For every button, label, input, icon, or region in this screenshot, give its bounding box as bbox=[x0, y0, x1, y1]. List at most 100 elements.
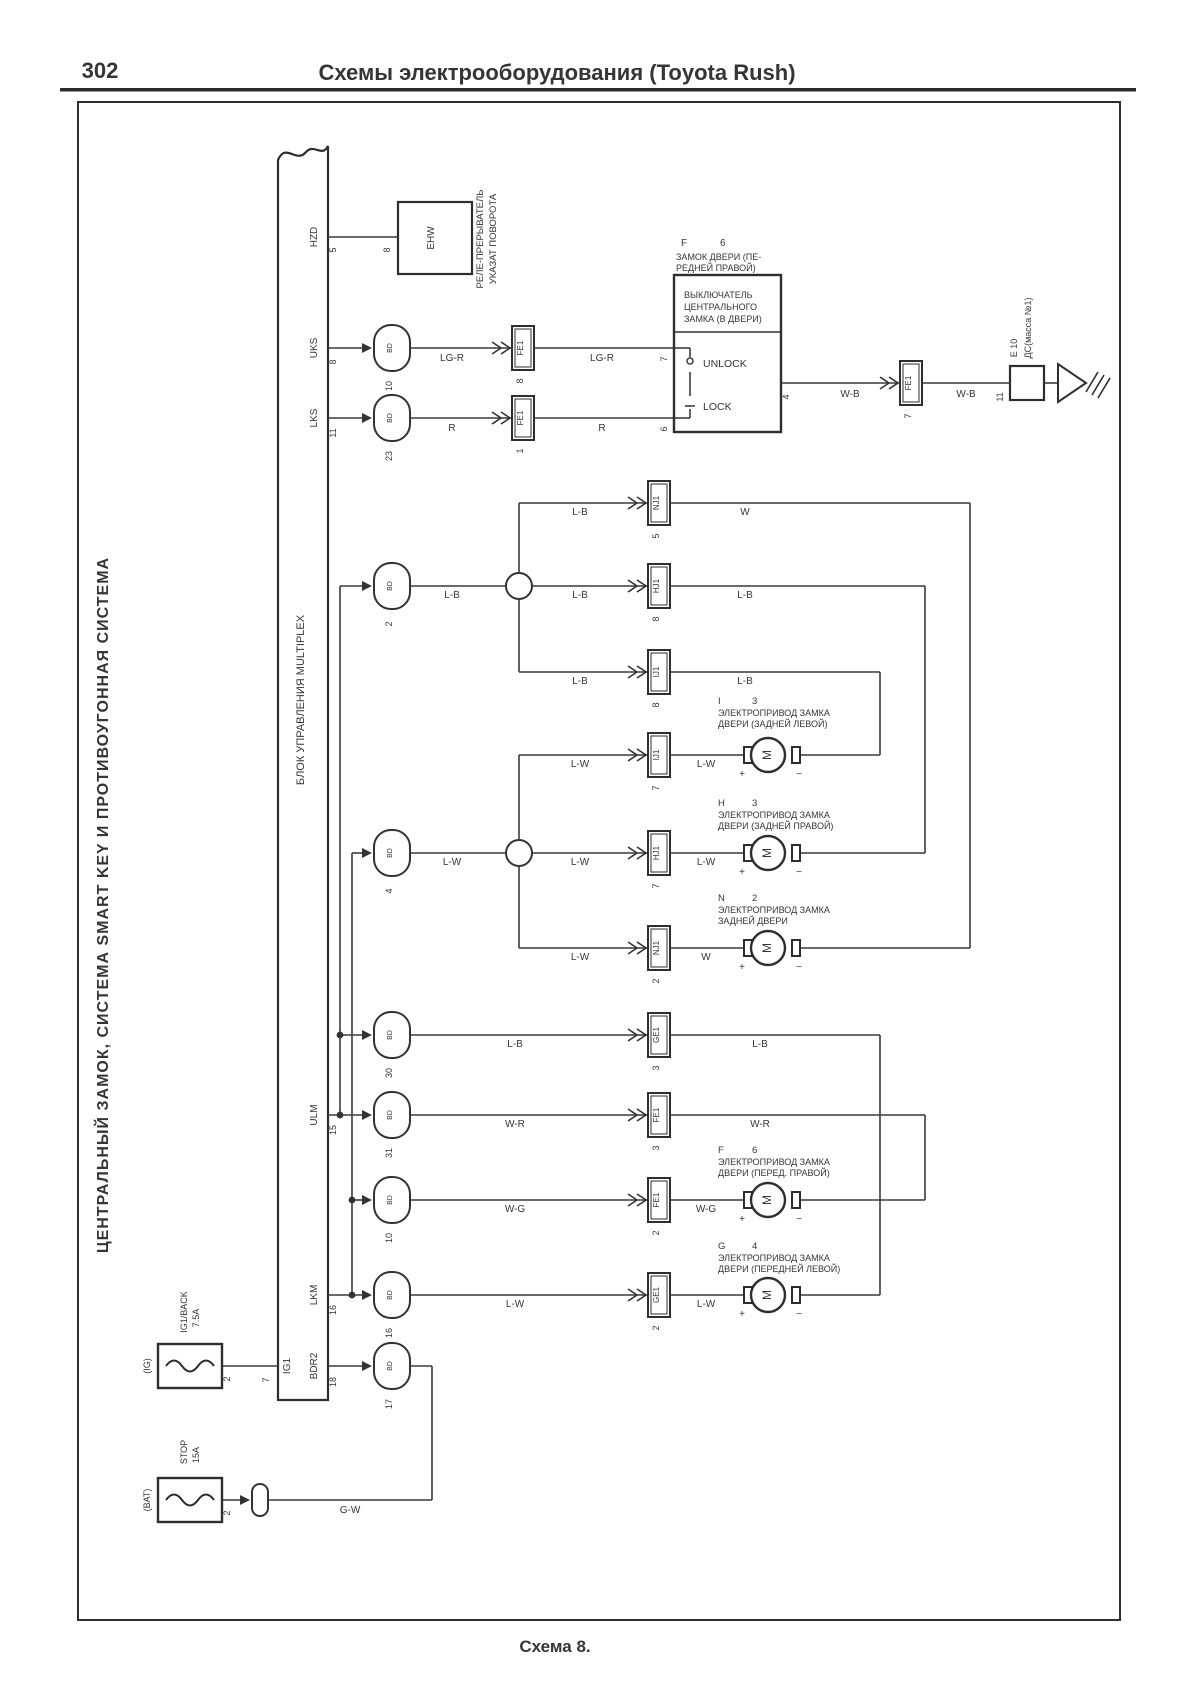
component-name: ЭЛЕКТРОПРИВОД ЗАМКА bbox=[718, 1253, 830, 1263]
motor-icon bbox=[749, 1276, 787, 1314]
harness-connector-icon bbox=[373, 1011, 411, 1059]
arrow-icon bbox=[362, 581, 372, 591]
wire-label: LG-R bbox=[440, 353, 464, 364]
wire-label: R bbox=[448, 423, 455, 434]
pin-label: 11 bbox=[995, 392, 1005, 401]
motor-letter: M bbox=[760, 1195, 774, 1205]
connector-name: HJ1 bbox=[652, 578, 661, 593]
connector-code: BD bbox=[387, 848, 394, 858]
fuse-icon bbox=[156, 1342, 224, 1390]
wire-label: W-G bbox=[505, 1204, 526, 1215]
wire-label: L-B bbox=[572, 590, 588, 601]
component-ref-num: 6 bbox=[752, 1145, 757, 1156]
component-name: ДВЕРИ (ПЕРЕДНЕЙ ЛЕВОЙ) bbox=[718, 1263, 840, 1274]
connector-pin: 5 bbox=[651, 533, 661, 538]
wire-label: W bbox=[701, 952, 711, 963]
contact-icon bbox=[686, 357, 694, 365]
wire-lines bbox=[222, 236, 1058, 1501]
harness-connector-icon bbox=[373, 829, 411, 877]
ground-circuit: W-B FE1 7 W-B 11 E 10 ДС(масса №1) bbox=[840, 298, 1111, 419]
connector-pin: 7 bbox=[651, 883, 661, 888]
wire-label: L-W bbox=[571, 857, 590, 868]
connector-name: GE1 bbox=[652, 1026, 661, 1043]
connector-pin: 2 bbox=[651, 1230, 661, 1235]
bus-pin: 18 bbox=[328, 1377, 338, 1387]
polarity-minus: − bbox=[796, 1309, 802, 1320]
connector-pin: 2 bbox=[651, 1325, 661, 1330]
wire-label: L-W bbox=[571, 759, 590, 770]
section-title: ЦЕНТРАЛЬНЫЙ ЗАМОК, СИСТЕМА SMART KEY И П… bbox=[93, 557, 112, 1253]
connector-number: 2 bbox=[384, 621, 394, 626]
bus-signal-ig1: IG1 bbox=[282, 1358, 293, 1375]
component-name: ДВЕРИ (ЗАДНЕЙ ПРАВОЙ) bbox=[718, 820, 833, 831]
fuse-element bbox=[165, 1359, 215, 1373]
harness-connector-icon bbox=[373, 1091, 411, 1139]
polarity-plus: + bbox=[739, 962, 745, 973]
connector-code: BD bbox=[387, 1110, 394, 1120]
bus-pin: 8 bbox=[328, 359, 338, 364]
connector-code: BD bbox=[387, 581, 394, 591]
ground-ref: E 10 bbox=[1009, 339, 1019, 358]
wire-label: L-W bbox=[697, 759, 716, 770]
component-ref: F bbox=[718, 1145, 724, 1156]
connector-pin: 2 bbox=[651, 978, 661, 983]
rear-lock-group: L-B W BD 2 L-B L-B L-B L-B L-B L-W L-W B… bbox=[362, 507, 753, 963]
component-ref: F bbox=[681, 238, 687, 249]
relay-box bbox=[396, 200, 474, 276]
arrow-icon bbox=[362, 343, 372, 353]
component-name: ЭЛЕКТРОПРИВОД ЗАМКА bbox=[718, 1157, 830, 1167]
bus-signal-hzd: HZD bbox=[309, 227, 320, 248]
fuse-icon bbox=[156, 1476, 224, 1524]
lks-row: BD 23 R FE1 1 R 6 bbox=[362, 394, 669, 461]
figure-caption: Схема 8. bbox=[519, 1637, 590, 1656]
inline-connector-inner bbox=[514, 328, 532, 368]
bus-pin: 5 bbox=[328, 247, 338, 252]
connector-name: HJ1 bbox=[652, 845, 661, 860]
switch-label: ВЫКЛЮЧАТЕЛЬ bbox=[684, 290, 753, 300]
wire-label: W-R bbox=[750, 1119, 770, 1130]
fuse-rating: 7.5A bbox=[191, 1309, 201, 1328]
junction-dots bbox=[336, 1031, 356, 1299]
wire-label: L-B bbox=[444, 590, 460, 601]
arrow-icon bbox=[362, 848, 372, 858]
motor-icon bbox=[749, 834, 787, 872]
connector-name: NJ1 bbox=[652, 495, 661, 510]
connector-number: 30 bbox=[384, 1068, 394, 1078]
inline-connector-inner bbox=[902, 363, 920, 403]
ground-label: ДС(масса №1) bbox=[1023, 298, 1033, 359]
inline-connector-inner bbox=[514, 398, 532, 438]
connector-pin: 3 bbox=[651, 1145, 661, 1150]
polarity-plus: + bbox=[739, 769, 745, 780]
component-name: ЗАДНЕЙ ДВЕРИ bbox=[718, 915, 788, 926]
harness-connector-icon bbox=[251, 1483, 269, 1517]
motor-icon bbox=[749, 929, 787, 967]
wire-label: L-B bbox=[572, 507, 588, 518]
connector-code: BD bbox=[387, 1361, 394, 1371]
diagram-border bbox=[77, 101, 1121, 1621]
lock-label: LOCK bbox=[703, 401, 732, 413]
polarity-plus: + bbox=[739, 1214, 745, 1225]
connector-pin: 8 bbox=[651, 616, 661, 621]
fuse-rating: 15A bbox=[191, 1447, 201, 1463]
unlock-label: UNLOCK bbox=[703, 358, 747, 370]
inline-connector-icon bbox=[511, 325, 535, 371]
connector-code: BD bbox=[387, 1290, 394, 1300]
polarity-plus: + bbox=[739, 1309, 745, 1320]
bus-signal-ulm: ULM bbox=[309, 1104, 320, 1125]
wire-label: R bbox=[598, 423, 605, 434]
connector-pin: 1 bbox=[515, 448, 525, 453]
relay-pin: 8 bbox=[382, 247, 392, 252]
component-ref-num: 3 bbox=[752, 696, 757, 707]
bus-signal-lkm: LKM bbox=[309, 1285, 320, 1306]
connector-number: 10 bbox=[384, 381, 394, 391]
wire-label: W-R bbox=[505, 1119, 525, 1130]
harness-connector-icon bbox=[373, 394, 411, 442]
wire-label: LG-R bbox=[590, 353, 614, 364]
connector-pin: 8 bbox=[515, 378, 525, 383]
hzd-relay-circuit: EHW 8 РЕЛЕ-ПРЕРЫВАТЕЛЬ УКАЗАТ ПОВОРОТА bbox=[382, 190, 499, 289]
component-ref: H bbox=[718, 798, 725, 809]
wire-label: L-B bbox=[572, 676, 588, 687]
connector-pin: 3 bbox=[651, 1065, 661, 1070]
connector-code: BD bbox=[387, 1030, 394, 1040]
wire-label: L-W bbox=[697, 1299, 716, 1310]
